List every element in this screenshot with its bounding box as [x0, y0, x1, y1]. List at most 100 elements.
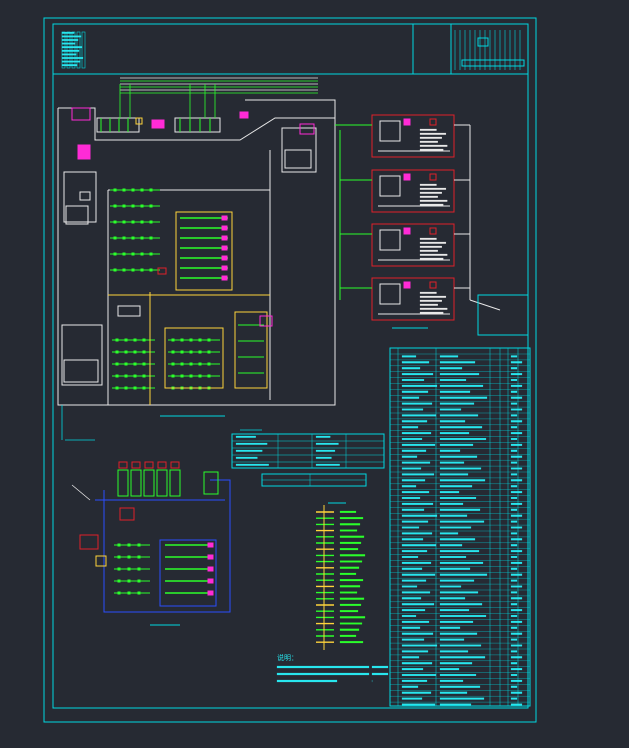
table-text: [315, 435, 331, 438]
symbol-legend-column: [316, 502, 366, 650]
module-label: [419, 249, 438, 252]
note-line: [371, 665, 389, 669]
valve: [221, 275, 228, 281]
branch-valve: [207, 362, 211, 366]
schedule-text: [401, 544, 437, 547]
branch-valve: [140, 268, 144, 272]
unit-stack: [203, 471, 219, 495]
branch-valve: [122, 268, 126, 272]
valve: [207, 566, 214, 572]
schedule-text: [510, 656, 523, 659]
pump-detail: [477, 294, 529, 336]
module-label: [419, 295, 447, 298]
schedule-text: [510, 449, 518, 452]
unit-top: [157, 461, 167, 469]
table-text: [235, 442, 268, 445]
module-label: [419, 307, 448, 310]
branch-valve: [207, 350, 211, 354]
notes-text-lines: [276, 665, 389, 683]
schedule-text: [439, 632, 478, 635]
branch-valve: [122, 188, 126, 192]
branch-valve: [131, 252, 135, 256]
branch-valve: [140, 220, 144, 224]
branch-valve: [131, 220, 135, 224]
schedule-text: [510, 414, 518, 417]
module-label: [419, 203, 444, 206]
pump-station-box: [61, 324, 103, 386]
schedule-text: [401, 355, 417, 358]
main-return-loop: [57, 99, 336, 406]
note-line: [276, 665, 370, 669]
valve: [221, 255, 228, 261]
terminal-unit-modules: [335, 114, 529, 336]
schedule-text: [439, 591, 479, 594]
valve: [259, 315, 273, 327]
legend-text: [339, 554, 366, 557]
schedule-text: [439, 650, 469, 653]
outer-border: [43, 17, 537, 723]
table-text: [235, 449, 263, 452]
schedule-text: [439, 367, 463, 370]
legend-text: [339, 548, 359, 551]
branch-valve: [115, 374, 119, 378]
schedule-text: [401, 614, 417, 617]
schedule-text: [401, 703, 436, 706]
schedule-text: [510, 379, 518, 382]
schedule-text: [401, 585, 418, 588]
branch-valve: [140, 188, 144, 192]
legend-text: [339, 641, 364, 644]
schedule-text: [401, 379, 425, 382]
secondary-return-loop: [103, 479, 231, 613]
branch-valve: [127, 591, 131, 595]
schedule-text: [401, 390, 429, 393]
valve: [221, 245, 228, 251]
schedule-text: [510, 520, 518, 523]
schedule-text: [439, 656, 486, 659]
branch-valve: [122, 204, 126, 208]
note-line: [276, 679, 338, 683]
schedule-text: [510, 561, 523, 564]
schedule-text: [401, 438, 423, 441]
schedule-text: [439, 520, 485, 523]
module-unit-2: [371, 169, 455, 213]
branch-valve: [137, 543, 141, 547]
branch-valve: [189, 374, 193, 378]
branch-valve: [137, 591, 141, 595]
schedule-text: [401, 467, 422, 470]
schedule-text: [401, 679, 428, 682]
schedule-text: [510, 644, 523, 647]
schedule-text: [510, 514, 523, 517]
branch-valve: [113, 220, 117, 224]
valve: [299, 123, 315, 135]
schedule-text: [401, 361, 430, 364]
schedule-text: [401, 561, 432, 564]
schedule-text: [439, 408, 462, 411]
unit-stack: [169, 469, 181, 497]
note-line: [276, 672, 370, 676]
branch-valve: [137, 555, 141, 559]
schedule-text: [401, 479, 426, 482]
branch-valve: [198, 338, 202, 342]
expansion-frame: [234, 311, 268, 389]
schedule-text: [439, 561, 484, 564]
schedule-text: [439, 402, 475, 405]
legend-text: [61, 31, 75, 34]
notes-block: 说明：: [276, 653, 389, 683]
schedule-text: [510, 355, 518, 358]
schedule-text: [439, 479, 486, 482]
branch-valve: [171, 362, 175, 366]
branch-valve: [133, 374, 137, 378]
softener: [77, 144, 91, 160]
schedule-text: [401, 420, 428, 423]
schedule-text: [439, 355, 459, 358]
branch-valve: [149, 252, 153, 256]
schedule-text: [510, 597, 523, 600]
schedule-text: [401, 520, 429, 523]
schedule-text: [401, 656, 420, 659]
branch-valve: [127, 543, 131, 547]
schedule-text: [401, 609, 426, 612]
schedule-text: [401, 402, 433, 405]
equipment-box: [281, 127, 317, 173]
valve-set: [71, 107, 91, 121]
schedule-text: [401, 597, 422, 600]
